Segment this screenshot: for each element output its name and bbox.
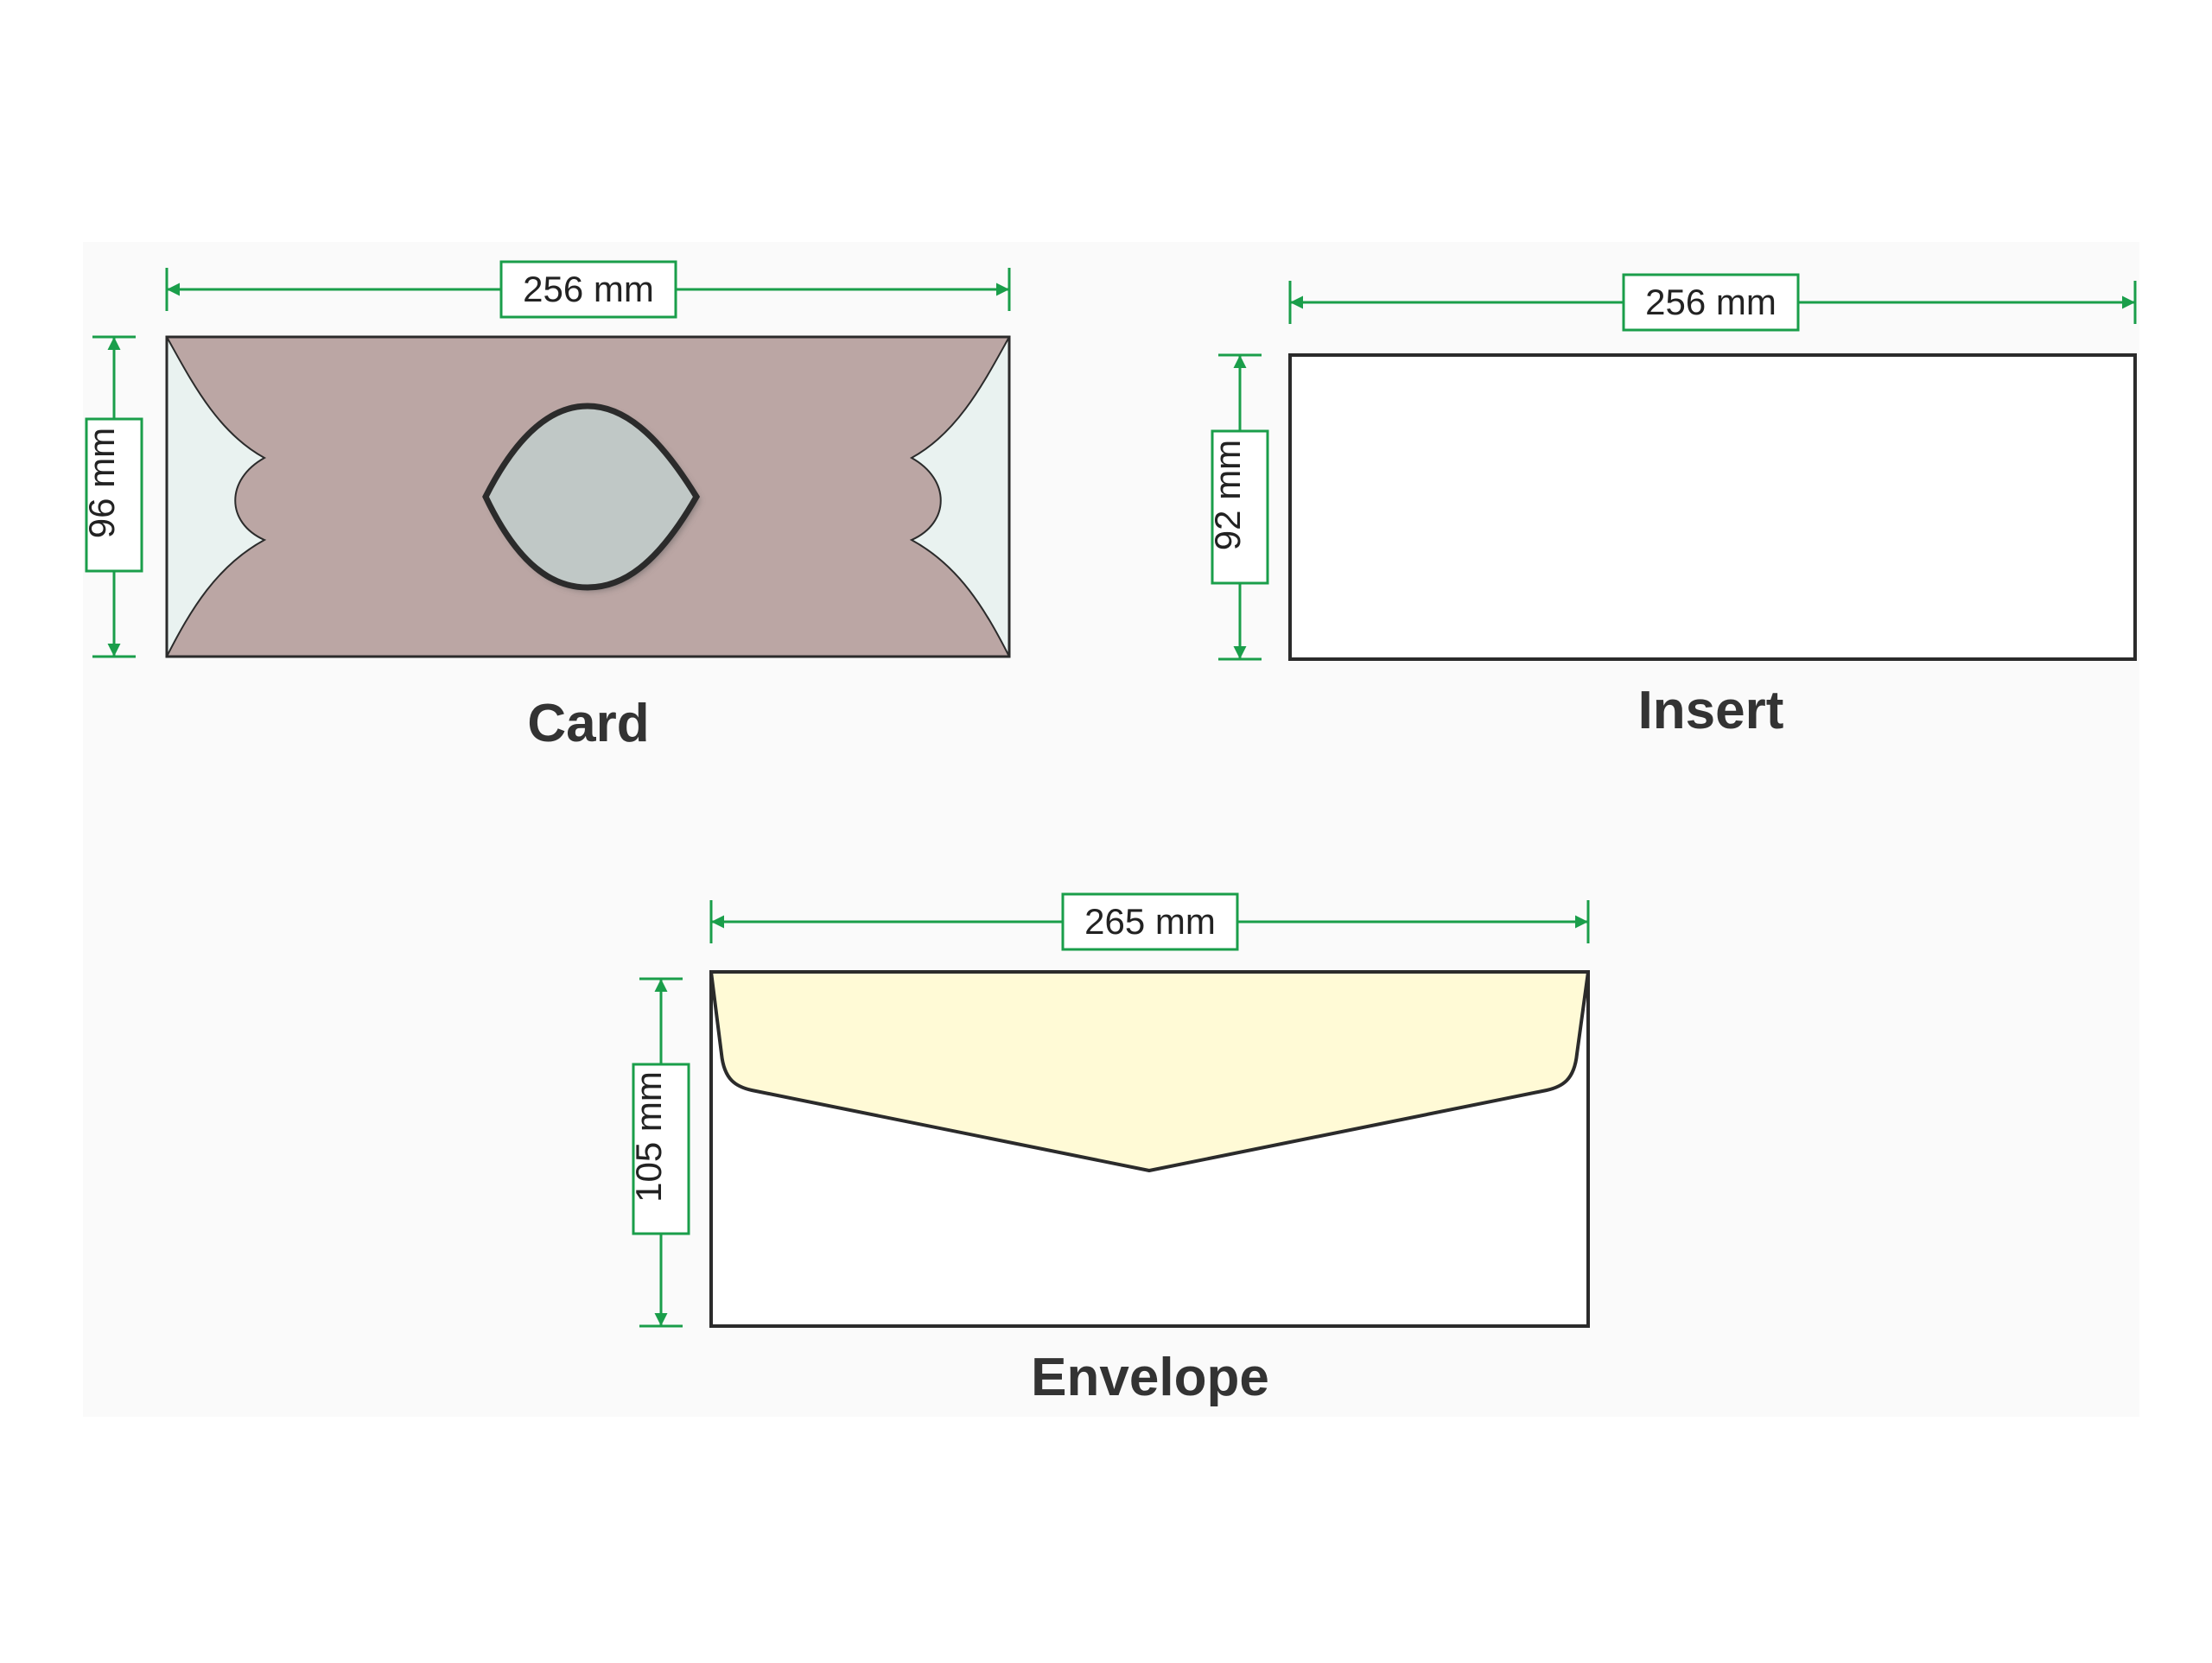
insert-group: 256 mm 92 mm Insert — [1207, 273, 2137, 740]
insert-width-label: 256 mm — [1645, 282, 1777, 322]
card-height-label: 96 mm — [81, 428, 122, 538]
insert-width-label-box — [1622, 273, 1800, 332]
envelope-flap — [709, 970, 1590, 1172]
card-height-label-box — [85, 417, 143, 573]
envelope-height-label-box — [632, 1063, 690, 1235]
envelope-height-label: 105 mm — [628, 1071, 669, 1203]
card-width-label: 256 mm — [523, 269, 654, 309]
card-label: Card — [527, 694, 649, 753]
envelope-width-label-box — [1061, 892, 1239, 951]
card-width-label-box — [499, 260, 677, 319]
card-outline — [165, 335, 1011, 658]
card-window — [482, 403, 701, 591]
envelope-label: Envelope — [1031, 1348, 1269, 1407]
envelope-group: 265 mm 105 mm Envelope — [628, 892, 1590, 1407]
envelope-width-label: 265 mm — [1084, 901, 1216, 942]
insert-height-label: 92 mm — [1207, 440, 1248, 550]
card-group: 256 mm 96 mm Card — [81, 260, 1011, 753]
insert-height-label-box — [1211, 429, 1269, 585]
insert-label: Insert — [1638, 681, 1784, 740]
insert-outline — [1288, 353, 2137, 661]
